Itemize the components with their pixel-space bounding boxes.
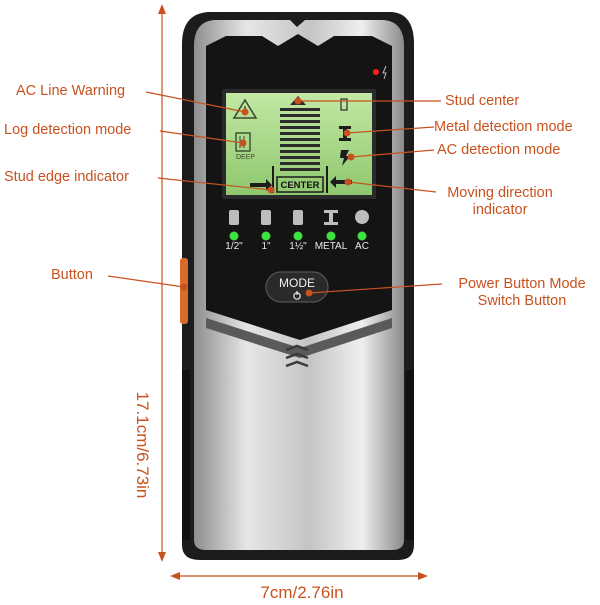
left-grip xyxy=(182,370,190,540)
indicator-one-half-inch: 1½" xyxy=(289,241,307,252)
label-metal-detection-mode: Metal detection mode xyxy=(434,119,573,135)
label-moving-direction-line2: indicator xyxy=(472,202,528,218)
dimension-height-label: 17.1cm/6.73in xyxy=(133,391,152,499)
mode-button-label: MODE xyxy=(279,276,315,290)
lightning-icon xyxy=(382,65,387,80)
right-grip xyxy=(406,370,414,540)
label-moving-direction-line1: Moving direction xyxy=(447,185,553,201)
label-stud-center: Stud center xyxy=(445,93,520,109)
power-led xyxy=(373,69,379,75)
label-moving-direction: Moving direction indicator xyxy=(430,185,570,219)
label-button: Button xyxy=(51,267,93,283)
mode-button xyxy=(265,271,329,303)
label-log-detection-mode: Log detection mode xyxy=(4,122,132,138)
battery-icon xyxy=(340,98,348,111)
callout-lines xyxy=(107,91,443,297)
chevron-decoration xyxy=(206,318,392,358)
stud-signal-bars xyxy=(280,108,320,171)
side-button xyxy=(180,258,188,324)
label-ac-line-warning: AC Line Warning xyxy=(16,83,126,99)
ac-warning-icon xyxy=(232,98,258,119)
label-stud-edge-indicator: Stud edge indicator xyxy=(4,169,129,185)
dimension-lines xyxy=(158,4,428,580)
label-ac-detection-mode: AC detection mode xyxy=(437,142,561,158)
speaker-grill xyxy=(285,344,309,368)
right-edge-arrow xyxy=(330,176,352,188)
ac-plug-icon xyxy=(340,150,350,166)
left-edge-arrow xyxy=(250,179,272,191)
lcd-deep-text: DEEP xyxy=(236,154,256,161)
indicator-metal: METAL xyxy=(314,241,348,252)
label-power-mode-button: Power Button Mode Switch Button xyxy=(444,276,600,310)
indicator-leds xyxy=(229,231,367,241)
label-power-mode-line1: Power Button Mode xyxy=(458,276,586,292)
indicator-half-inch: 1/2" xyxy=(225,241,243,252)
indicator-ac: AC xyxy=(355,241,369,252)
lcd-center-text: CENTER xyxy=(280,180,320,191)
center-box xyxy=(276,176,324,193)
indicator-icons xyxy=(229,210,369,225)
indicator-one-inch: 1" xyxy=(261,241,271,252)
label-power-mode-line2: Switch Button xyxy=(477,293,567,309)
dimension-width-label: 7cm/2.76in xyxy=(260,583,344,602)
